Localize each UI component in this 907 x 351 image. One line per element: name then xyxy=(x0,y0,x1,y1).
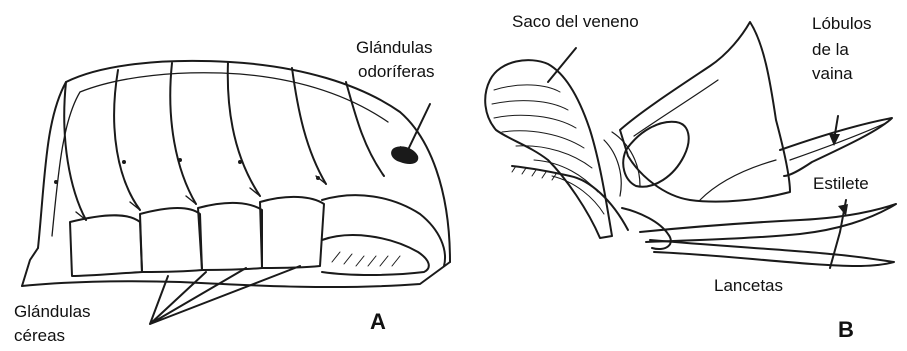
stylet xyxy=(640,204,896,242)
tergite-line xyxy=(114,70,140,210)
venom-duct xyxy=(512,166,628,230)
terminal-hatch xyxy=(332,252,400,266)
label-saco-del-veneno: Saco del veneno xyxy=(512,12,639,32)
abdomen-dorsal-outline xyxy=(38,61,450,262)
leader-line-cereas xyxy=(150,266,300,324)
label-lancetas: Lancetas xyxy=(714,276,783,296)
oblong-plate xyxy=(623,122,688,187)
lancets xyxy=(650,240,894,266)
spiracle-dots xyxy=(54,158,320,184)
abdomen-left-edge xyxy=(22,248,38,286)
label-glandulas-odoriferas-line2: odoríferas xyxy=(358,62,435,82)
leader-line-lobulos-arrowhead xyxy=(829,134,840,146)
panel-letter-b: B xyxy=(838,320,854,340)
terminal-segment xyxy=(322,195,445,266)
tergite-line xyxy=(346,82,384,176)
venom-sac-outline xyxy=(485,60,612,238)
label-glandulas-cereas-line1: Glándulas xyxy=(14,302,91,322)
quadrate-plate-inner xyxy=(634,80,776,200)
quadrate-plate xyxy=(620,22,790,202)
label-lobulos-line1: Lóbulos xyxy=(812,14,872,34)
tergite-line xyxy=(170,63,196,204)
sternite-plate xyxy=(260,197,324,268)
label-lobulos-line3: vaina xyxy=(812,64,853,84)
label-lobulos-line2: de la xyxy=(812,40,849,60)
label-estilete: Estilete xyxy=(813,174,869,194)
label-glandulas-odoriferas-line1: Glándulas xyxy=(356,38,433,58)
sternite-plate xyxy=(70,215,142,276)
venom-sac-stripes xyxy=(492,85,604,214)
panel-letter-a: A xyxy=(370,312,386,332)
sternite-plate xyxy=(198,203,262,270)
sternite-plate xyxy=(140,208,202,272)
label-glandulas-cereas-line2: céreas xyxy=(14,326,65,346)
abdomen-drawing xyxy=(22,61,450,324)
tergite-line xyxy=(228,62,260,196)
abdomen-inner-dorsal xyxy=(52,73,388,236)
